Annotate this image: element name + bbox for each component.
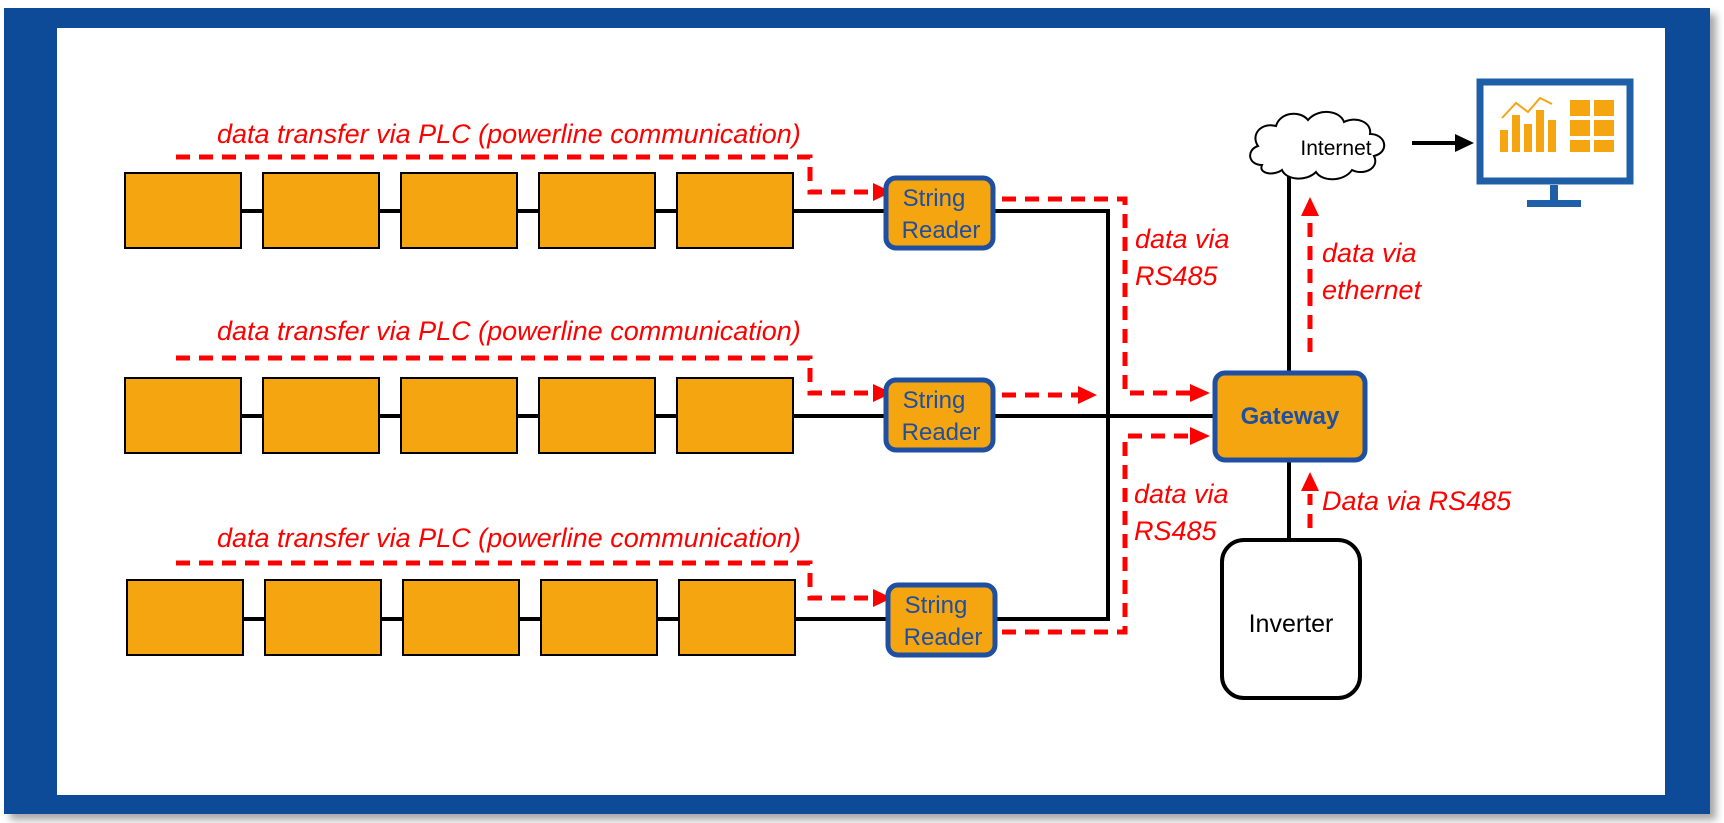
monitor-dashboard-icon (1476, 78, 1634, 207)
string-reader-2: String Reader (883, 377, 996, 453)
string-reader-label-line2: Reader (902, 217, 981, 244)
ethernet-label-line2: ethernet (1322, 275, 1423, 305)
solar-panel (538, 377, 656, 454)
rs485-label-bottom-line2: RS485 (1134, 516, 1218, 546)
solar-panel (400, 377, 518, 454)
solar-panel (126, 579, 244, 656)
inverter-flow (1301, 472, 1319, 528)
solar-panel (262, 172, 380, 249)
plc-flow-3 (176, 560, 892, 607)
solar-panel (540, 579, 658, 656)
plc-flow-2 (176, 355, 892, 402)
solar-panel (264, 579, 382, 656)
string-reader-label-line1: String (903, 387, 966, 414)
solar-panel (538, 172, 656, 249)
solar-panel (676, 172, 794, 249)
ethernet-flow (1301, 197, 1319, 352)
string-reader-label-line2: Reader (904, 624, 983, 651)
inverter-label: Inverter (1249, 610, 1334, 638)
string-reader-3: String Reader (885, 582, 998, 658)
string-reader-1: String Reader (883, 175, 996, 251)
gateway: Gateway (1212, 370, 1368, 463)
rs485-label-top-line2: RS485 (1135, 261, 1219, 291)
ethernet-label-line1: data via (1322, 238, 1417, 268)
solar-panel (124, 172, 242, 249)
solar-panel (402, 579, 520, 656)
plc-flow-1 (176, 154, 892, 201)
cloud-icon: Internet (1249, 111, 1385, 181)
gateway-label: Gateway (1241, 403, 1340, 430)
rs485-flow-bottom (1002, 427, 1210, 635)
plc-label-3: data transfer via PLC (powerline communi… (217, 523, 801, 553)
solar-panel (400, 172, 518, 249)
solar-panel (262, 377, 380, 454)
plc-label-1: data transfer via PLC (powerline communi… (217, 119, 801, 149)
inverter-data-label: Data via RS485 (1322, 486, 1512, 516)
solar-panel (678, 579, 796, 656)
rs485-label-bottom-line1: data via (1134, 479, 1229, 509)
string-reader-label-line1: String (905, 592, 968, 619)
string-reader-label-line2: Reader (902, 419, 981, 446)
solar-panel (676, 377, 794, 454)
internet-to-monitor-arrowhead (1455, 134, 1474, 152)
rs485-label-top-line1: data via (1135, 224, 1230, 254)
inverter: Inverter (1220, 538, 1362, 700)
string-reader-label-line1: String (903, 185, 966, 212)
rs485-flow-middle (1002, 386, 1097, 404)
panel-string-2 (124, 377, 1215, 454)
internet-label: Internet (1300, 137, 1371, 160)
plc-label-2: data transfer via PLC (powerline communi… (217, 316, 801, 346)
rs485-flow-top (1002, 196, 1210, 402)
panel-string-1 (124, 172, 1110, 249)
solar-panel (124, 377, 242, 454)
